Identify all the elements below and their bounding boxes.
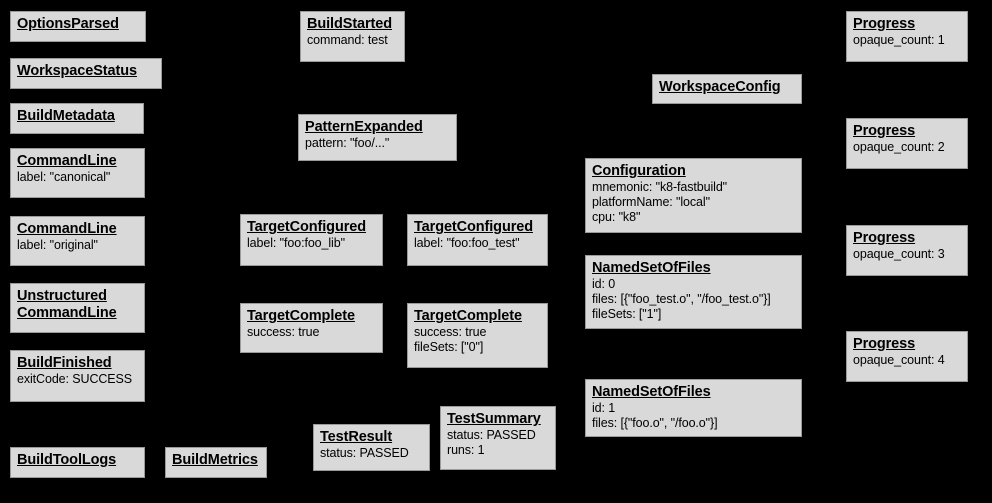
node-field: label: "canonical" [17,170,111,184]
node-field: platformName: "local" [592,195,710,209]
node-field: fileSets: ["0"] [414,340,484,354]
node-title: BuildMetadata [17,108,115,124]
node-field: success: true [414,325,487,339]
node-field: id: 0 [592,277,616,291]
node-field: files: [{"foo_test.o", "/foo_test.o"}] [592,292,771,306]
node-field: success: true [247,325,320,339]
node-field: exitCode: SUCCESS [17,372,133,386]
node-title: BuildToolLogs [17,452,117,468]
node-field: status: PASSED [447,428,536,442]
node-field: label: "foo:foo_lib" [247,236,345,250]
node-field: mnemonic: "k8-fastbuild" [592,180,728,194]
node-title: Progress [853,16,916,32]
node-title: BuildFinished [17,355,112,371]
node-field: label: "original" [17,238,98,252]
node-title: NamedSetOfFiles [592,260,711,276]
node-title: OptionsParsed [17,16,119,32]
node-title: Progress [853,230,916,246]
node-title: BuildMetrics [172,452,258,468]
node-build-metrics[interactable]: BuildMetrics [165,447,267,478]
node-title: CommandLine [17,153,117,169]
node-field: fileSets: ["1"] [592,307,662,321]
node-workspace-status[interactable]: WorkspaceStatus [10,58,162,89]
node-title: Unstructured CommandLine [17,288,117,321]
node-title: TargetComplete [414,308,522,324]
node-title: TargetConfigured [414,219,533,235]
node-field: runs: 1 [447,443,485,457]
node-field: opaque_count: 3 [853,247,945,261]
node-title: Configuration [592,163,686,179]
node-title: BuildStarted [307,16,393,32]
node-field: opaque_count: 4 [853,353,945,367]
node-build-tool-logs[interactable]: BuildToolLogs [10,447,145,478]
node-title: TestSummary [447,411,541,427]
node-field: cpu: "k8" [592,210,641,224]
node-field: status: PASSED [320,446,409,460]
node-field: pattern: "foo/..." [305,136,390,150]
node-workspace-config[interactable]: WorkspaceConfig [652,74,802,104]
node-title: NamedSetOfFiles [592,384,711,400]
node-field: id: 1 [592,401,616,415]
node-title: WorkspaceStatus [17,63,137,79]
node-title: WorkspaceConfig [659,79,781,95]
node-title: TestResult [320,429,393,445]
node-title: TargetConfigured [247,219,366,235]
node-unstructured-command-line[interactable]: Unstructured CommandLine [10,283,145,333]
node-options-parsed[interactable]: OptionsParsed [10,11,146,42]
node-title: CommandLine [17,221,117,237]
node-field: opaque_count: 2 [853,140,945,154]
node-field: opaque_count: 1 [853,33,945,47]
node-title: PatternExpanded [305,119,423,135]
node-build-metadata[interactable]: BuildMetadata [10,103,144,134]
node-title: TargetComplete [247,308,355,324]
node-title: Progress [853,336,916,352]
node-field: files: [{"foo.o", "/foo.o"}] [592,416,718,430]
node-title: Progress [853,123,916,139]
node-field: command: test [307,33,388,47]
node-field: label: "foo:foo_test" [414,236,520,250]
